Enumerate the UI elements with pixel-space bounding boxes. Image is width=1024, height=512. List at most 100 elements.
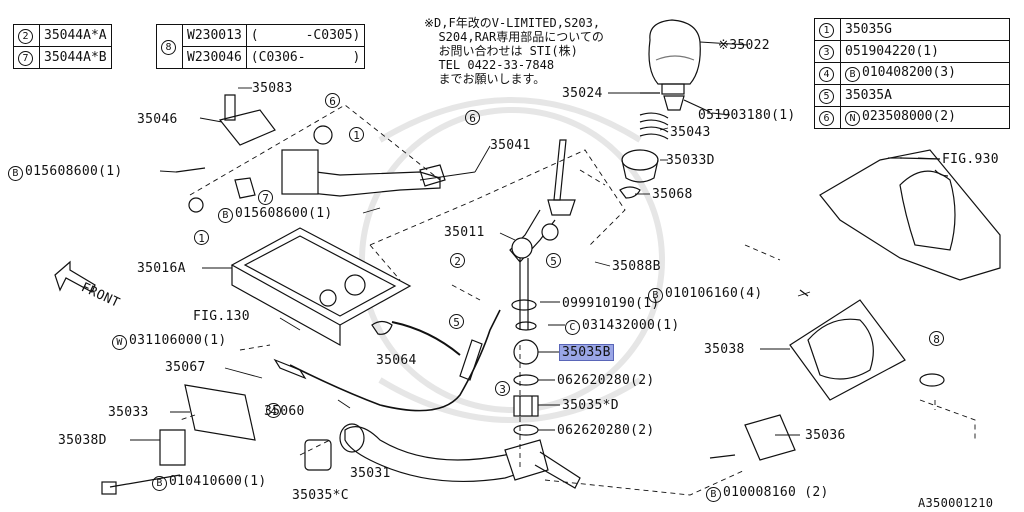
table-row: 7 35044A*B	[13, 46, 112, 69]
callout-4: 4	[266, 403, 281, 418]
table-cell-mark: 3	[814, 40, 841, 63]
part-label-35011[interactable]: 35011	[444, 225, 485, 240]
plate-35038	[789, 289, 906, 401]
shift-boot	[819, 149, 1001, 281]
part-label-35038d[interactable]: 35038D	[58, 433, 107, 448]
table-cell-mark: 5	[814, 84, 841, 107]
table-row: 2 35044A*A	[13, 24, 112, 47]
table-cell-part: W230013	[182, 24, 247, 47]
shift-knob	[619, 19, 711, 199]
part-label-35067[interactable]: 35067	[165, 360, 206, 375]
bracket-35046	[175, 94, 333, 213]
callout-2: 2	[450, 253, 465, 268]
part-label-051903180[interactable]: 051903180(1)	[698, 108, 796, 123]
part-label-35043[interactable]: 35043	[670, 125, 711, 140]
clip-35064	[371, 320, 393, 335]
sti-note: ※D,F年改のV-LIMITED,S203, S204,RAR専用部品についての…	[424, 16, 604, 86]
part-label-35064[interactable]: 35064	[376, 353, 417, 368]
part-label-35016a[interactable]: 35016A	[137, 261, 186, 276]
table-cell-part: W230046	[182, 46, 247, 69]
table-cell-mark: 2	[13, 24, 40, 47]
table-cell-part: 35035A	[840, 84, 1010, 107]
part-label-35022[interactable]: ※35022	[718, 38, 770, 53]
table-cell-range: ( -C0305)	[245, 24, 366, 47]
table-cell-mark: 4	[814, 62, 841, 85]
callout-6: 6	[465, 110, 480, 125]
shift-lever	[509, 139, 576, 330]
table-cell-part: 35035G	[840, 18, 1010, 41]
table-row: W230046 (C0306- )	[157, 46, 366, 69]
callout-1: 1	[194, 230, 209, 245]
table-cell-mark: 6	[814, 106, 841, 129]
table-cell-part: 051904220(1)	[840, 40, 1010, 63]
lower-shift-rod	[339, 423, 581, 489]
shift-base-plate	[230, 227, 412, 347]
part-label-35035c[interactable]: 35035*C	[292, 488, 349, 503]
bracket-35033	[101, 384, 256, 495]
part-label-35033d[interactable]: 35033D	[666, 153, 715, 168]
callout-8: 8	[929, 331, 944, 346]
part-label-062620280-b[interactable]: 062620280(2)	[557, 423, 655, 438]
watermark	[359, 97, 665, 423]
table-cell-range: (C0306- )	[245, 46, 366, 69]
variant-table-b: 8 W230013 ( -C0305) W230046 (C0306- )	[156, 24, 366, 69]
variant-table-a: 2 35044A*A 7 35044A*B	[13, 24, 112, 69]
callout-5: 5	[449, 314, 464, 329]
front-arrow-icon	[54, 260, 96, 293]
table-cell-mark: 8	[156, 24, 183, 69]
callout-3: 3	[495, 381, 510, 396]
callout-6: 6	[325, 93, 340, 108]
bracket-35036	[709, 414, 796, 461]
dashed-guides	[179, 104, 976, 496]
part-label-fig930[interactable]: FIG.930	[942, 152, 999, 167]
washer-8	[919, 373, 945, 387]
part-label-35033[interactable]: 35033	[108, 405, 149, 420]
leader-lines	[130, 41, 941, 441]
callout-7: 7	[258, 190, 273, 205]
part-label-35088b[interactable]: 35088B	[612, 259, 661, 274]
cushion-35035c	[304, 439, 332, 471]
part-label-35035b[interactable]: 35035B	[559, 344, 614, 361]
part-label-062620280-a[interactable]: 062620280(2)	[557, 373, 655, 388]
part-label-35046[interactable]: 35046	[137, 112, 178, 127]
linkage-rod	[281, 149, 446, 197]
part-label-35068[interactable]: 35068	[652, 187, 693, 202]
part-label-35083[interactable]: 35083	[252, 81, 293, 96]
callout-5: 5	[546, 253, 561, 268]
shift-cable	[273, 309, 501, 412]
part-label-fig130[interactable]: FIG.130	[193, 309, 250, 324]
part-label-35041[interactable]: 35041	[490, 138, 531, 153]
part-label-35036[interactable]: 35036	[805, 428, 846, 443]
table-cell-part: 35044A*A	[39, 24, 112, 47]
part-label-35024[interactable]: 35024	[562, 86, 603, 101]
table-cell-mark: 7	[13, 46, 40, 69]
clip-35064-arrow	[391, 321, 461, 356]
part-label-35031[interactable]: 35031	[350, 466, 391, 481]
callout-1: 1	[349, 127, 364, 142]
part-label-099910190[interactable]: 099910190(1)	[562, 296, 660, 311]
diagram-id: A350001210	[918, 496, 994, 510]
bushing-stack	[511, 299, 539, 436]
table-cell-part: 35044A*B	[39, 46, 112, 69]
table-cell-mark: 1	[814, 18, 841, 41]
part-label-35038[interactable]: 35038	[704, 342, 745, 357]
part-label-35035d[interactable]: 35035*D	[562, 398, 619, 413]
table-row: 8 W230013 ( -C0305)	[156, 24, 366, 69]
